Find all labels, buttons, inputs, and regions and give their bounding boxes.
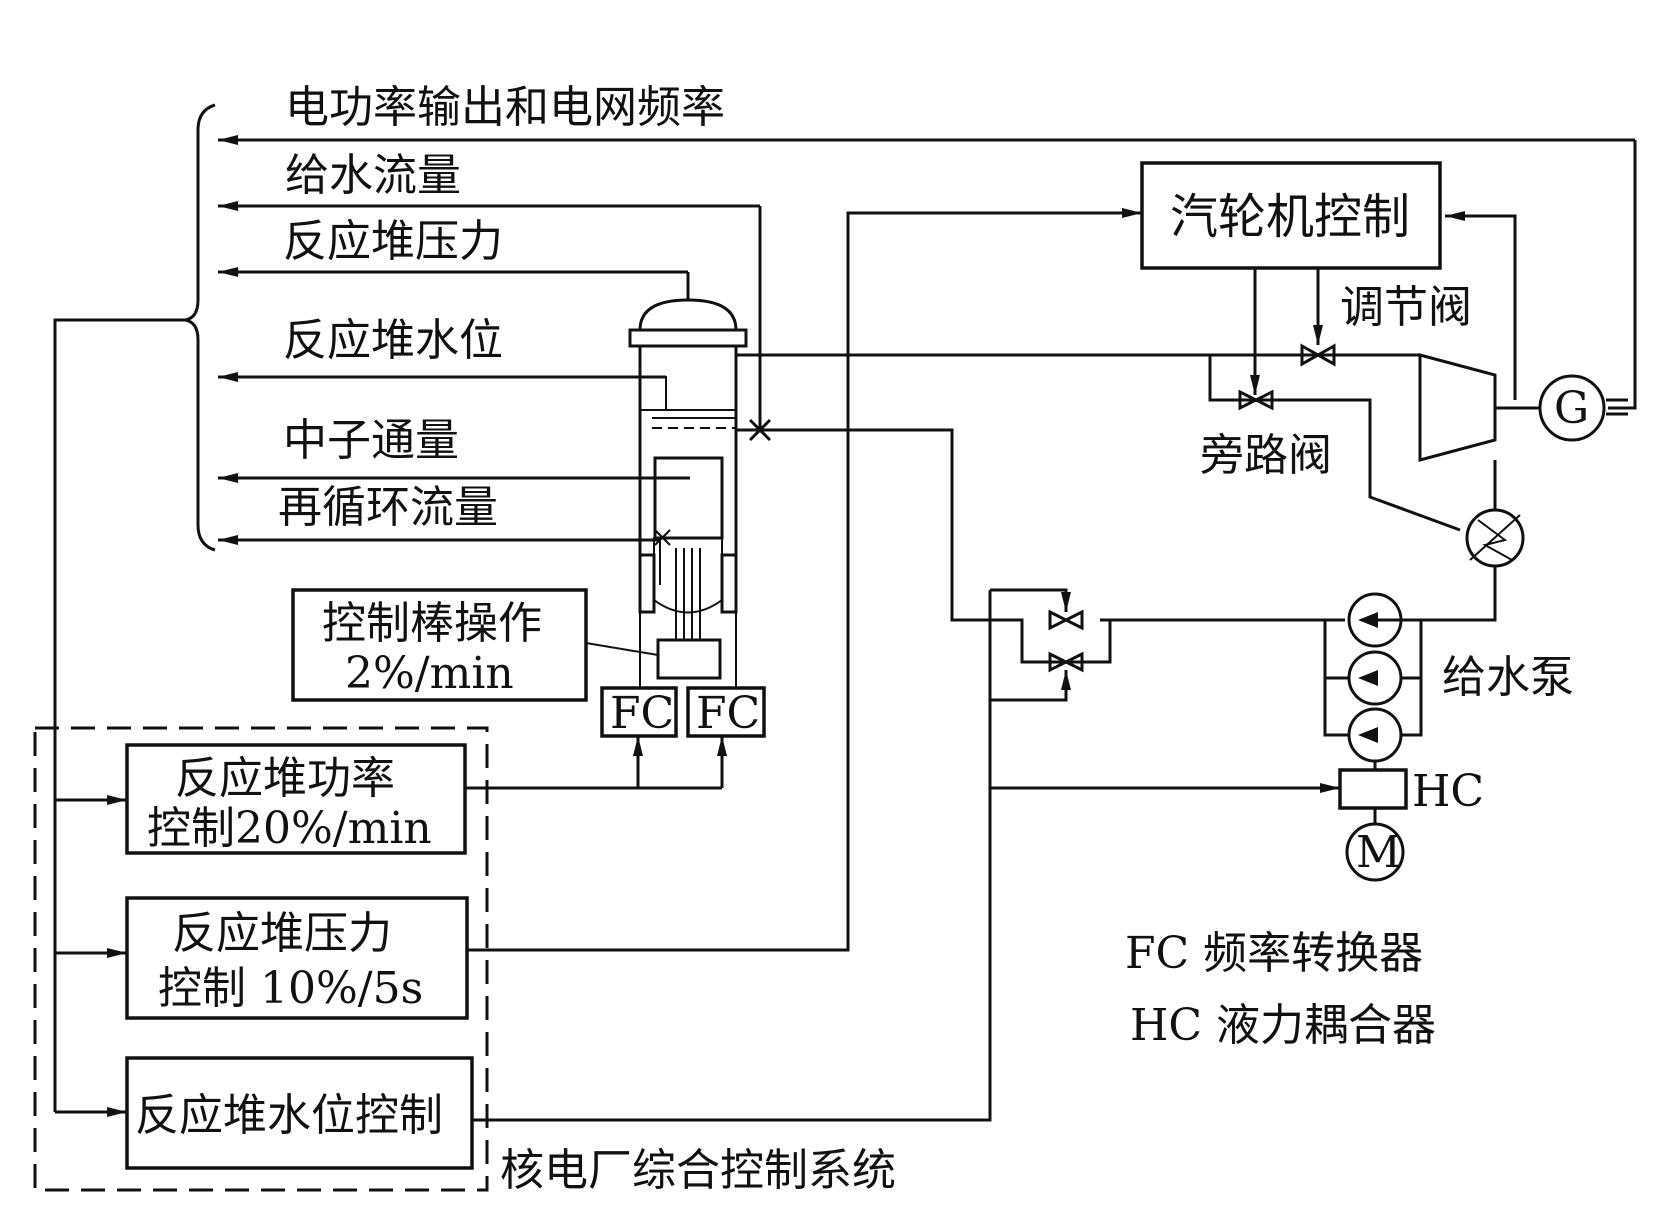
rod-control-line1: 控制棒操作 [322,598,542,649]
level-control-label: 反应堆水位控制 [135,1090,443,1141]
legend-hc: HC 液力耦合器 [1130,1000,1436,1051]
turbine-control-box [1140,161,1442,270]
power-control-box [125,743,467,855]
feedwater-pumps [1323,592,1423,763]
power-control-line1: 反应堆功率 [175,753,395,804]
rod-control-box [291,588,588,702]
legend-fc: FC 频率转换器 [1125,928,1423,979]
fc-left-label: FC [610,688,674,739]
fc-right-label: FC [696,688,760,739]
motor-label: M [1356,827,1401,878]
label-neutron-flux: 中子通量 [283,415,459,466]
hydraulic-coupling [1338,768,1408,810]
turbine [1418,353,1497,462]
rod-control-line2: 2%/min [345,648,514,699]
feedwater-control-valves [1010,609,1112,673]
label-reactor-water-level: 反应堆水位 [283,315,503,366]
label-feedwater-flow: 给水流量 [285,150,461,201]
bypass-valve-label: 旁路阀 [1200,430,1332,481]
bypass-valve [1238,389,1274,411]
level-control-box [125,1056,474,1170]
hc-label: HC [1412,766,1484,817]
pressure-control-box [125,896,469,1020]
label-recirc-flow: 再循环流量 [278,482,498,533]
system-label: 核电厂综合控制系统 [500,1145,896,1196]
governor-valve [1300,343,1336,367]
turbine-control-label: 汽轮机控制 [1170,189,1410,245]
motor [1345,822,1405,882]
power-control-line2: 控制20%/min [147,803,432,854]
signal-brace [184,103,216,552]
pressure-control-line2: 控制 10%/5s [158,963,423,1014]
governor-valve-label: 调节阀 [1340,282,1472,333]
feedwater-pump-label: 给水泵 [1442,652,1574,703]
generator-label: G [1554,383,1589,434]
pressure-control-line1: 反应堆压力 [172,908,392,959]
label-power-freq: 电功率输出和电网频率 [285,82,725,133]
integrated-control-boundary [33,726,489,1192]
label-reactor-pressure: 反应堆压力 [283,216,503,267]
reactor-vessel [628,272,748,680]
